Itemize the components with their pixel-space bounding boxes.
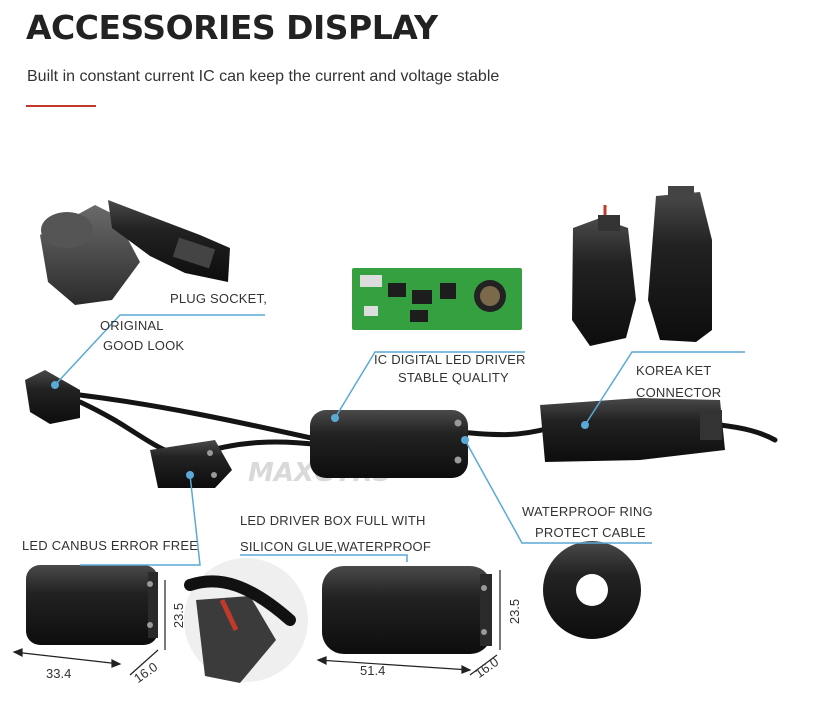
label-korea-ket: KOREA KET: [636, 363, 712, 378]
label-good-look: GOOD LOOK: [103, 338, 185, 353]
page-subtitle: Built in constant current IC can keep th…: [27, 68, 500, 85]
label-canbus: LED CANBUS ERROR FREE: [22, 538, 199, 553]
label-connector: CONNECTOR: [636, 385, 722, 400]
driver-box-on-wire-image: [310, 410, 468, 478]
ket-connector-on-wire-image: [540, 398, 725, 462]
label-waterproof-ring: WATERPROOF RING: [522, 504, 653, 519]
dim-small-height: 23.5: [171, 602, 187, 629]
dim-small-length: 33.4: [46, 666, 72, 681]
dimension-lines: [12, 570, 501, 676]
dim-large-length: 51.4: [360, 663, 386, 678]
ket-connector-image: [572, 186, 712, 346]
dim-large-height: 23.5: [507, 598, 523, 625]
label-plug-socket: PLUG SOCKET,: [170, 291, 268, 306]
label-ic-driver: IC DIGITAL LED DRIVER: [374, 352, 526, 367]
canbus-module-closeup: [26, 565, 158, 645]
driver-box-closeup: [322, 566, 492, 654]
silicone-fill-cutaway: [184, 558, 308, 683]
label-silicon-glue: SILICON GLUE,WATERPROOF: [240, 539, 431, 554]
label-driver-box: LED DRIVER BOX FULL WITH: [240, 513, 426, 528]
page-title: ACCESSORIES DISPLAY: [26, 8, 438, 47]
wire-plug-image: [25, 370, 80, 424]
accent-underline: [26, 105, 96, 107]
label-stable-quality: STABLE QUALITY: [398, 370, 509, 385]
led-driver-pcb-image: [352, 268, 522, 330]
waterproof-ring-image: [543, 541, 641, 639]
plug-socket-image: [40, 200, 230, 305]
callout-dots: [51, 381, 589, 479]
canbus-module-image: [150, 440, 232, 488]
label-original: ORIGINAL: [100, 318, 164, 333]
callout-lines: [54, 314, 745, 566]
label-protect-cable: PROTECT CABLE: [535, 525, 646, 540]
